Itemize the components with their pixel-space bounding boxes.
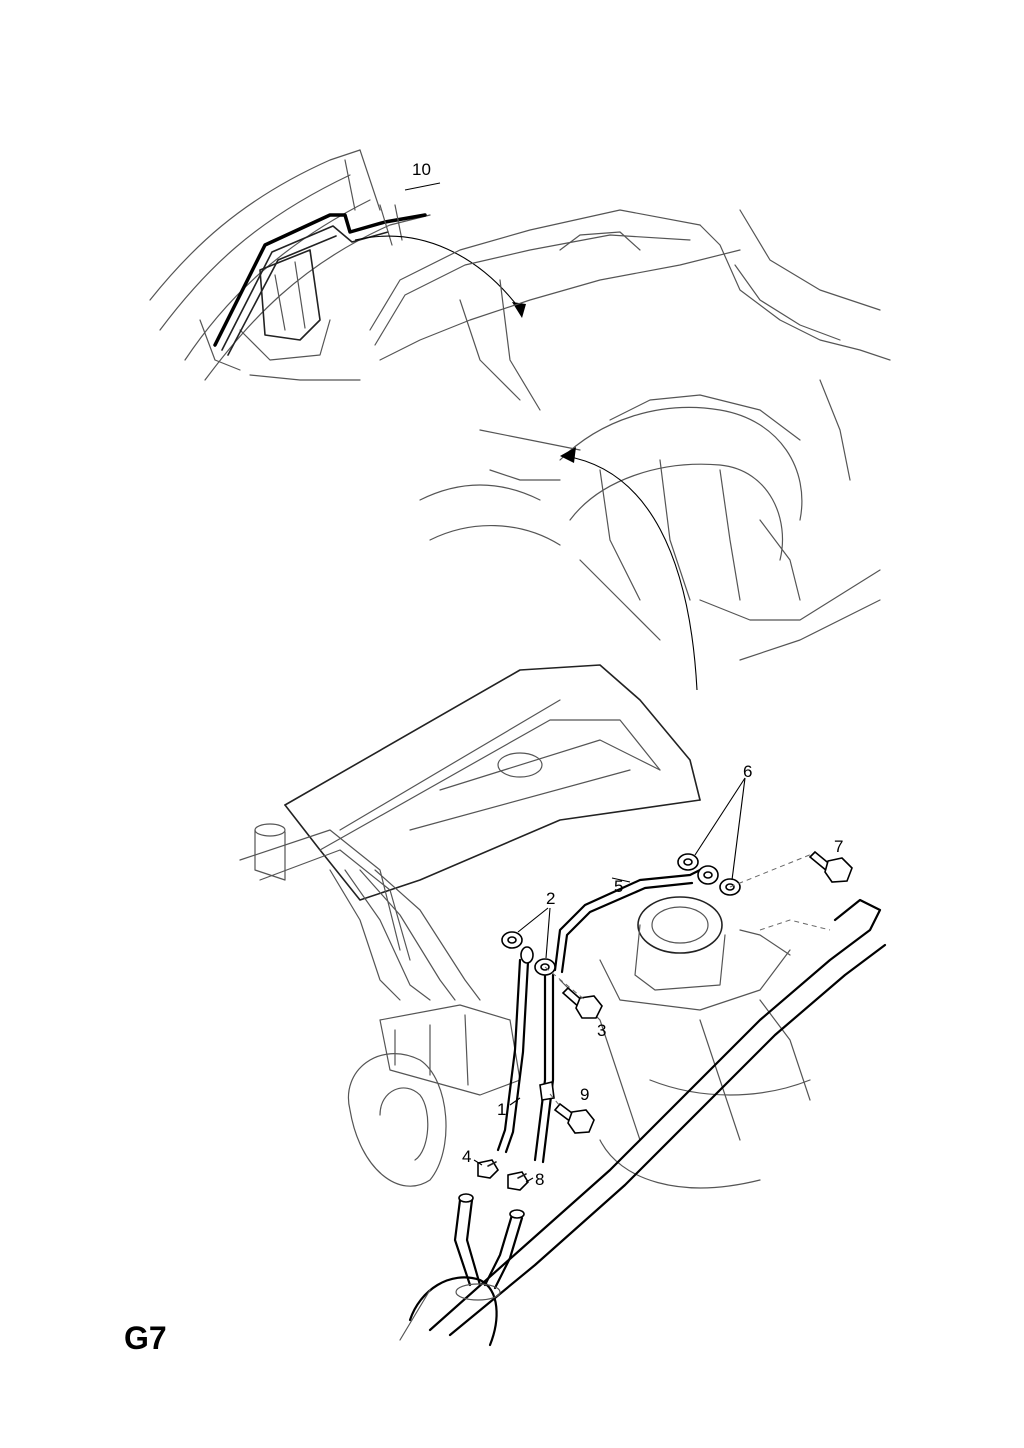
- callout-5: 5: [611, 877, 631, 896]
- hose-clip-icon: [507, 1171, 530, 1191]
- callout-label-8: 8: [535, 1170, 544, 1189]
- callout-9: 9: [580, 1085, 589, 1104]
- callout-label-2: 2: [546, 889, 555, 908]
- callout-3: 3: [597, 1021, 606, 1040]
- engine-assembly: [239, 664, 811, 1189]
- callout-10: 10: [404, 160, 441, 191]
- callout-4: 4: [462, 1147, 483, 1166]
- callout-2: 2: [517, 889, 555, 959]
- callout-label-3: 3: [597, 1021, 606, 1040]
- callout-label-6: 6: [743, 762, 752, 781]
- bolt-icon: [808, 850, 853, 883]
- callout-label-10: 10: [412, 160, 431, 179]
- sheet-code: G7: [124, 1320, 167, 1356]
- callout-7: 7: [834, 837, 843, 856]
- vehicle-body-view: [149, 149, 891, 691]
- callout-label-9: 9: [580, 1085, 589, 1104]
- callout-6: 6: [694, 762, 752, 881]
- bolt-icon: [553, 1102, 595, 1134]
- hose-clip-icon: [477, 1159, 500, 1179]
- alignment-lines: [544, 853, 831, 1107]
- washer-icon: [501, 931, 523, 949]
- callout-1: 1: [497, 1097, 521, 1119]
- bolt-icon: [561, 986, 603, 1019]
- washer-icon: [677, 853, 699, 871]
- callout-8: 8: [525, 1170, 544, 1189]
- callout-label-4: 4: [462, 1147, 471, 1166]
- callout-label-5: 5: [614, 877, 623, 896]
- washer-icon: [697, 865, 719, 885]
- hardware-parts: [477, 850, 853, 1191]
- callout-label-7: 7: [834, 837, 843, 856]
- fuel-pipes: [399, 868, 887, 1347]
- callout-label-1: 1: [497, 1100, 506, 1119]
